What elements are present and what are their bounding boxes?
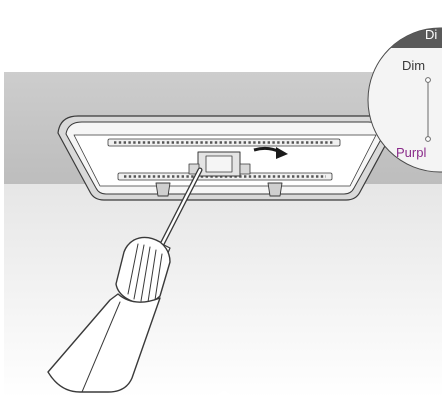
driver-box [188,151,251,177]
arrow-right-icon [253,146,288,159]
light-panel [57,115,393,201]
callout-connector-bottom-node [425,136,431,142]
screwdriver-icon [47,167,203,393]
screwdriver-handle [47,293,161,393]
callout-connector-top-node [425,77,431,83]
mounting-clip-left [155,182,171,197]
led-strip-top [107,138,341,147]
panel-pointer [212,390,236,398]
callout-top-label: Dim [402,58,425,73]
callout-header-label: Di [425,27,437,42]
callout-bottom-label: Purpl [396,145,426,160]
mounting-clip-right [267,182,283,197]
